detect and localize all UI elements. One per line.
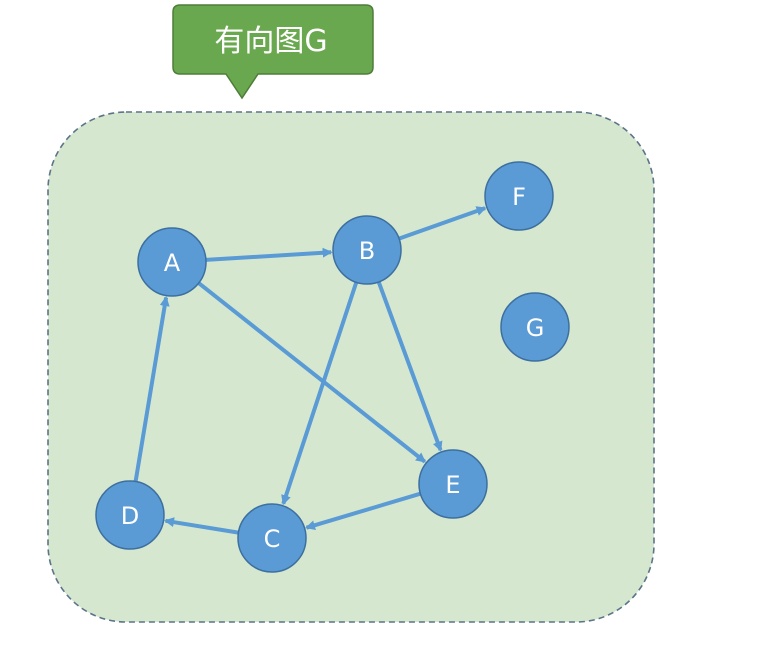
node-label: E — [445, 471, 460, 499]
node-c: C — [237, 503, 307, 573]
node-label: F — [512, 183, 526, 211]
node-e: E — [418, 449, 488, 519]
node-circle — [500, 292, 570, 362]
node-a: A — [137, 227, 207, 297]
graph-region — [47, 111, 655, 623]
node-circle — [237, 503, 307, 573]
node-label: G — [526, 314, 545, 342]
node-g: G — [500, 292, 570, 362]
edge-c-to-d — [164, 517, 239, 535]
edge-a-to-b — [205, 247, 333, 262]
node-label: A — [164, 249, 181, 277]
nodes-layer: A B C D E F G — [95, 161, 570, 573]
node-b: B — [332, 215, 402, 285]
diagram-title: 有向图G — [214, 24, 327, 59]
callout-shape — [172, 4, 374, 100]
node-circle — [484, 161, 554, 231]
node-circle — [418, 449, 488, 519]
node-label: B — [359, 237, 375, 265]
node-f: F — [484, 161, 554, 231]
node-circle — [95, 480, 165, 550]
node-circle — [137, 227, 207, 297]
edge-b-to-f — [398, 206, 487, 241]
node-d: D — [95, 480, 165, 550]
edge-b-to-e — [376, 281, 443, 452]
edge-a-to-e — [197, 281, 427, 464]
edge-e-to-c — [305, 491, 421, 531]
edge-d-to-a — [133, 296, 170, 482]
edge-b-to-c — [281, 281, 359, 506]
node-label: C — [264, 525, 281, 553]
node-label: D — [121, 502, 139, 530]
node-circle — [332, 215, 402, 285]
title-callout: 有向图G — [172, 4, 374, 100]
edges-layer — [133, 206, 487, 535]
